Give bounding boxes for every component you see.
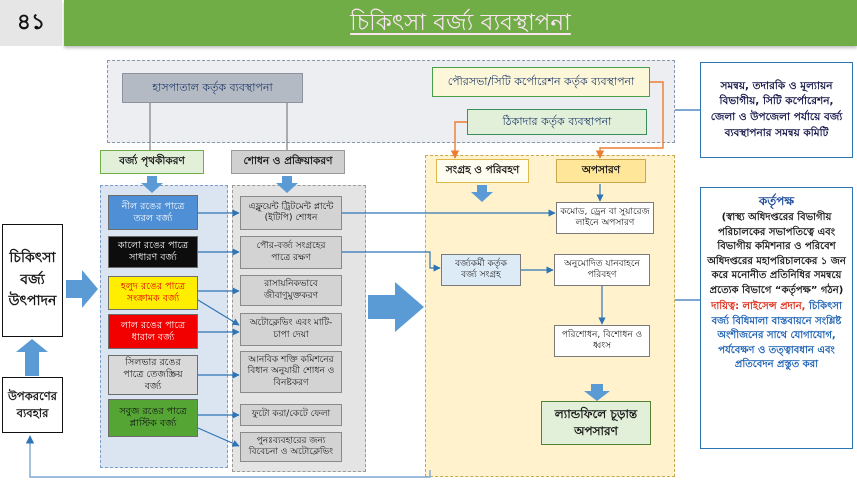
connector-municipal-to-worker [342, 251, 441, 272]
arrow-generation-to-segregation [66, 270, 98, 308]
authority-duties: দায়িত্ব: লাইসেন্স প্রদান, চিকিৎসা বর্জ্… [705, 300, 848, 373]
authority-title: কর্তৃপক্ষ [758, 194, 795, 208]
treatment-step-municipal-container: পৌর-বর্জ্য সংগ্রহের পাত্রে রক্ষণ [240, 236, 342, 269]
treatment-step-chemical-disinfection: রাসায়নিকভাবে জীবাণুমুক্তকরণ [240, 275, 342, 306]
connector-yellow-bin-to-autoclave [197, 299, 240, 326]
page-title: চিকিৎসা বর্জ্য ব্যবস্থাপনা [350, 9, 571, 36]
bin-black-general: কালো রঙের পাত্রে সাধারণ বর্জ্য [108, 236, 198, 268]
authority-duty-lead: দায়িত্ব: লাইসেন্স প্রদান, [711, 301, 806, 313]
segregation-header: বর্জ্য পৃথকীকরণ [100, 150, 204, 174]
disposal-header: অপসারণ [556, 159, 646, 183]
sewer-disposal-box: কমোড, ড্রেন বা সুয়ারেজ লাইনে অপসারণ [556, 202, 654, 234]
worker-collection-box: বর্জ্যকর্মী কর্তৃক বর্জ্য সংগ্রহ [441, 254, 521, 286]
bin-red-sharps: লাল রঙের পাত্রে ধারাল বর্জ্য [108, 314, 198, 349]
authority-duty-rest: চিকিৎসা বর্জ্য বিধিমালা বাস্তবায়নে সংশ্… [711, 301, 842, 371]
bin-blue-liquid: নীল রঙের পাত্রে তরল বর্জ্য [108, 195, 198, 230]
connector-municipality-to-disposal [595, 81, 664, 159]
arrow-down-landfill [584, 384, 610, 401]
municipality-management-box: পৌরসভা/সিটি কর্পোরেশন কর্তৃক ব্যবস্থাপনা [432, 67, 650, 97]
collection-header: সংগ্রহ ও পরিবহণ [436, 159, 529, 183]
bin-yellow-infectious: হলুদ রঙের পাত্রে সংক্রামক বর্জ্য [108, 276, 198, 310]
authority-box: কর্তৃপক্ষ (স্বাস্থ্য অধিদপ্তরের বিভাগীয়… [700, 187, 853, 449]
title-bar: চিকিৎসা বর্জ্য ব্যবস্থাপনা [64, 0, 857, 46]
treatment-step-atomic-commission: আনবিক শক্তি কমিশনের বিধান অনুযায়ী শোধন … [240, 351, 342, 393]
arrow-down-collection [471, 185, 493, 202]
connector-green-bin-to-reuse [197, 427, 240, 447]
treatment-step-autoclave-burial: অটোক্লেভিং এবং মাটি- চাপা দেয়া [240, 313, 342, 346]
connector-contractor-to-collection [450, 121, 467, 159]
treatment-step-reuse-autoclave: পুনঃব্যবহারের জন্য বিবেচনা ও অটোক্লেভিং [240, 432, 342, 462]
page-number: ৪১ [0, 0, 62, 46]
connector-reuse-feedback [25, 435, 431, 478]
arrow-down-segregation [141, 176, 163, 193]
authority-description: (স্বাস্থ্য অধিদপ্তরের বিভাগীয় পরিচালকের… [707, 212, 846, 296]
treatment-step-puncture-cut: ফুটো করা/কেটে ফেলা [240, 404, 342, 426]
arrow-materials-to-generation [16, 339, 48, 376]
treatment-destruction-box: পরিশোধন, বিশোধন ও ধ্বংস [554, 325, 650, 357]
hospital-management-box: হাসপাতাল কর্তৃক ব্যবস্থাপনা [122, 73, 303, 103]
contractor-management-box: ঠিকাদার কর্তৃক ব্যবস্থাপনা [467, 109, 647, 135]
materials-use-box: উপকরণের ব্যবহার [2, 377, 63, 433]
arrow-treatment-to-collection [368, 282, 424, 332]
landfill-disposal-box: ল্যান্ডফিলে চূড়ান্ত অপসারণ [541, 401, 651, 445]
bin-silver-radioactive: সিলভার রঙের পাত্রে তেজস্ক্রিয় বর্জ্য [108, 355, 198, 395]
coordination-committee-box: সমন্বয়, তদারকি ও মূল্যায়ন বিভাগীয়, সি… [700, 62, 853, 158]
treatment-header: শোধন ও প্রক্রিয়াকরণ [231, 150, 345, 174]
bin-green-plastic: সবুজ রঙের পাত্রে প্লাস্টিক বর্জ্য [108, 399, 198, 437]
treatment-step-etp: এফ্লুয়েন্ট ট্রিটমেন্ট প্লান্টে (ইটিপি) … [240, 196, 342, 230]
waste-generation-box: চিকিৎসা বর্জ্য উৎপাদন [2, 224, 63, 337]
approved-transport-box: অনুমোদিত যানবাহনে পরিবহণ [554, 254, 650, 286]
arrow-down-treatment [276, 176, 298, 193]
